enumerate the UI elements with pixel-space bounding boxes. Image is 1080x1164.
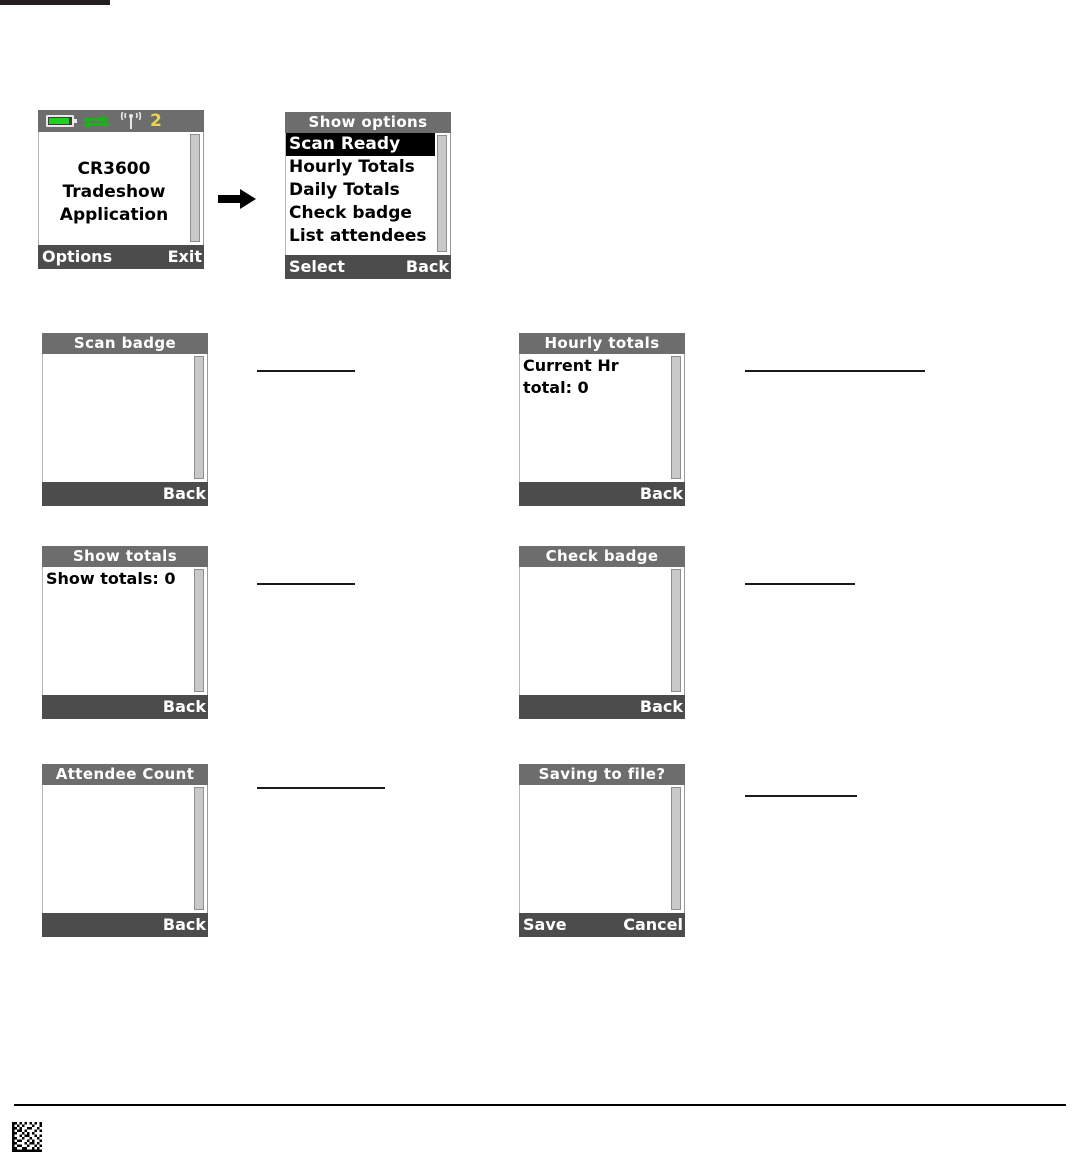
status-bar: 2: [38, 110, 204, 132]
scrollbar[interactable]: [194, 356, 204, 479]
scrollbar[interactable]: [194, 787, 204, 910]
scrollbar[interactable]: [671, 356, 681, 479]
screen-title: Scan badge: [42, 333, 208, 354]
back-softkey[interactable]: Back: [162, 697, 206, 716]
screen-footer: Options Exit: [38, 245, 204, 269]
screen-footer: Back: [42, 913, 208, 937]
back-softkey[interactable]: Back: [162, 915, 206, 934]
options-softkey[interactable]: Options: [42, 247, 113, 266]
scrollbar[interactable]: [671, 569, 681, 692]
wireless-signal-icon: [120, 112, 142, 129]
annotation-line-check-badge: [745, 583, 855, 585]
page-top-bar: [0, 0, 110, 5]
screen-body: [42, 785, 208, 913]
splash-text: CR3600 Tradeshow Application: [39, 158, 189, 227]
screen-footer: Select Back: [285, 255, 451, 279]
screen-body: CR3600 Tradeshow Application: [38, 132, 204, 245]
annotation-line-hourly-totals: [745, 370, 925, 372]
exit-softkey[interactable]: Exit: [167, 247, 202, 266]
back-softkey[interactable]: Back: [639, 484, 683, 503]
back-softkey[interactable]: Back: [639, 697, 683, 716]
splash-line-3: Application: [59, 205, 169, 225]
menu-item-list-attendees[interactable]: List attendees: [289, 226, 427, 246]
connection-count-badge: 2: [150, 111, 162, 131]
screen-body: [519, 567, 685, 695]
screen-body-text: Current Hr total: 0: [523, 355, 666, 399]
screen-body: Scan Ready Hourly Totals Daily Totals Ch…: [285, 133, 451, 255]
device-screen-hourly-totals: Hourly totals Current Hr total: 0 Back: [519, 333, 685, 506]
annotation-line-show-totals: [257, 583, 355, 585]
back-softkey[interactable]: Back: [405, 257, 449, 276]
battery-icon: [46, 115, 77, 127]
device-screen-saving-to-file: Saving to file? Save Cancel: [519, 764, 685, 937]
menu-item-daily-totals[interactable]: Daily Totals: [289, 180, 400, 200]
datamatrix-code-icon: [12, 1122, 42, 1152]
screen-title: Hourly totals: [519, 333, 685, 354]
annotation-line-scan-badge: [257, 370, 355, 372]
screen-body: Show totals: 0: [42, 567, 208, 695]
data-transfer-arrows-icon: [83, 115, 109, 129]
scrollbar[interactable]: [190, 134, 200, 242]
scrollbar[interactable]: [437, 135, 447, 252]
menu-item-scan-ready[interactable]: Scan Ready: [286, 133, 435, 156]
screen-body: [42, 354, 208, 482]
device-screen-splash: 2 CR3600 Tradeshow Application Options E…: [38, 110, 204, 269]
annotation-line-saving-to-file: [745, 795, 857, 797]
screen-footer: Back: [42, 695, 208, 719]
options-menu-list: Scan Ready Hourly Totals Daily Totals Ch…: [286, 133, 435, 248]
screen-footer: Back: [42, 482, 208, 506]
device-screen-check-badge: Check badge Back: [519, 546, 685, 719]
device-screen-attendee-count: Attendee Count Back: [42, 764, 208, 937]
splash-line-1: CR3600: [77, 159, 151, 179]
screen-title: Check badge: [519, 546, 685, 567]
show-totals-line-1: Show totals: 0: [46, 569, 176, 588]
footer-divider: [14, 1104, 1066, 1106]
scrollbar[interactable]: [671, 787, 681, 910]
hourly-line-2: total: 0: [523, 378, 589, 397]
screen-footer: Save Cancel: [519, 913, 685, 937]
screen-title: Show options: [285, 112, 451, 133]
save-softkey[interactable]: Save: [523, 915, 567, 934]
splash-line-2: Tradeshow: [62, 182, 166, 202]
screen-body-text: Show totals: 0: [46, 568, 189, 590]
screen-title: Saving to file?: [519, 764, 685, 785]
select-softkey[interactable]: Select: [289, 257, 345, 276]
screen-footer: Back: [519, 482, 685, 506]
device-screen-show-totals: Show totals Show totals: 0 Back: [42, 546, 208, 719]
back-softkey[interactable]: Back: [162, 484, 206, 503]
cancel-softkey[interactable]: Cancel: [623, 915, 683, 934]
screen-title: Attendee Count: [42, 764, 208, 785]
scrollbar[interactable]: [194, 569, 204, 692]
menu-item-check-badge[interactable]: Check badge: [289, 203, 412, 223]
annotation-line-attendee-count: [257, 787, 385, 789]
screen-footer: Back: [519, 695, 685, 719]
hourly-line-1: Current Hr: [523, 356, 619, 375]
screen-body: [519, 785, 685, 913]
screen-title: Show totals: [42, 546, 208, 567]
device-screen-scan-badge: Scan badge Back: [42, 333, 208, 506]
device-screen-show-options: Show options Scan Ready Hourly Totals Da…: [285, 112, 451, 279]
menu-item-hourly-totals[interactable]: Hourly Totals: [289, 157, 415, 177]
screen-body: Current Hr total: 0: [519, 354, 685, 482]
flow-arrow-icon: [218, 189, 256, 209]
